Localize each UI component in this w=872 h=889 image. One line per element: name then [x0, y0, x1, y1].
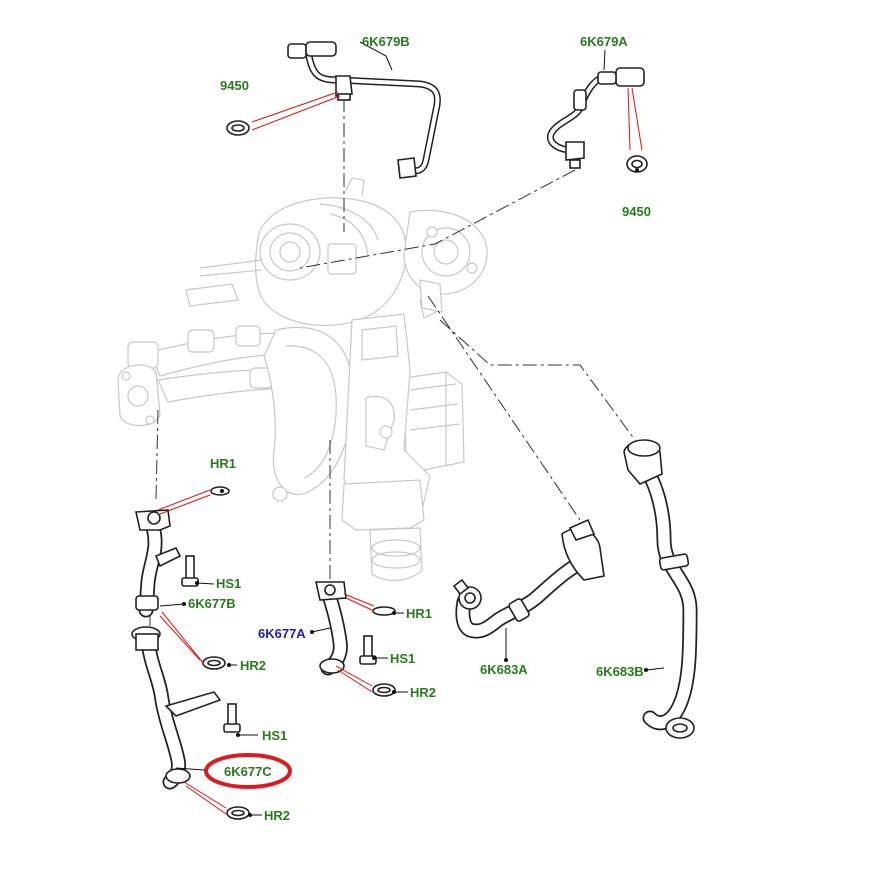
label-hs1-top: HS1 — [216, 576, 241, 591]
hose-6k677b — [135, 509, 199, 618]
label-6k683a: 6K683A — [480, 662, 528, 677]
label-6k677c: 6K677C — [224, 764, 272, 779]
oil-pipe-6k679a — [547, 67, 645, 169]
label-hr2-bottom: HR2 — [264, 808, 290, 823]
leader-lines — [157, 87, 643, 815]
label-6k683b: 6K683B — [596, 664, 644, 679]
alignment-lines — [149, 98, 636, 628]
label-hs1-mid: HS1 — [390, 651, 415, 666]
hose-6k683a — [452, 518, 605, 639]
turbocharger-ghost — [117, 177, 488, 581]
label-9450-right: 9450 — [622, 204, 651, 219]
label-leaders — [159, 41, 665, 817]
label-9450-left: 9450 — [220, 78, 249, 93]
highlight-ring-6k677c — [204, 753, 292, 789]
label-hr1-mid: HR1 — [406, 606, 432, 621]
hose-6k677c — [131, 626, 241, 790]
label-6k679a: 6K679A — [580, 34, 628, 49]
label-hs1-low: HS1 — [262, 728, 287, 743]
label-6k677b: 6K677B — [188, 596, 236, 611]
label-6k679b: 6K679B — [362, 34, 410, 49]
label-6k677a: 6K677A — [258, 626, 306, 641]
hose-6k683b — [623, 439, 698, 739]
label-hr1-left: HR1 — [210, 456, 236, 471]
oil-pipe-6k679b — [287, 41, 441, 179]
hose-6k677a — [315, 581, 377, 676]
washers — [202, 120, 648, 820]
label-hr2-center: HR2 — [410, 685, 436, 700]
label-hr2-mid: HR2 — [240, 658, 266, 673]
part-labels: 6K679B 6K679A 9450 9450 HR1 HS1 6K677B H… — [188, 34, 651, 823]
